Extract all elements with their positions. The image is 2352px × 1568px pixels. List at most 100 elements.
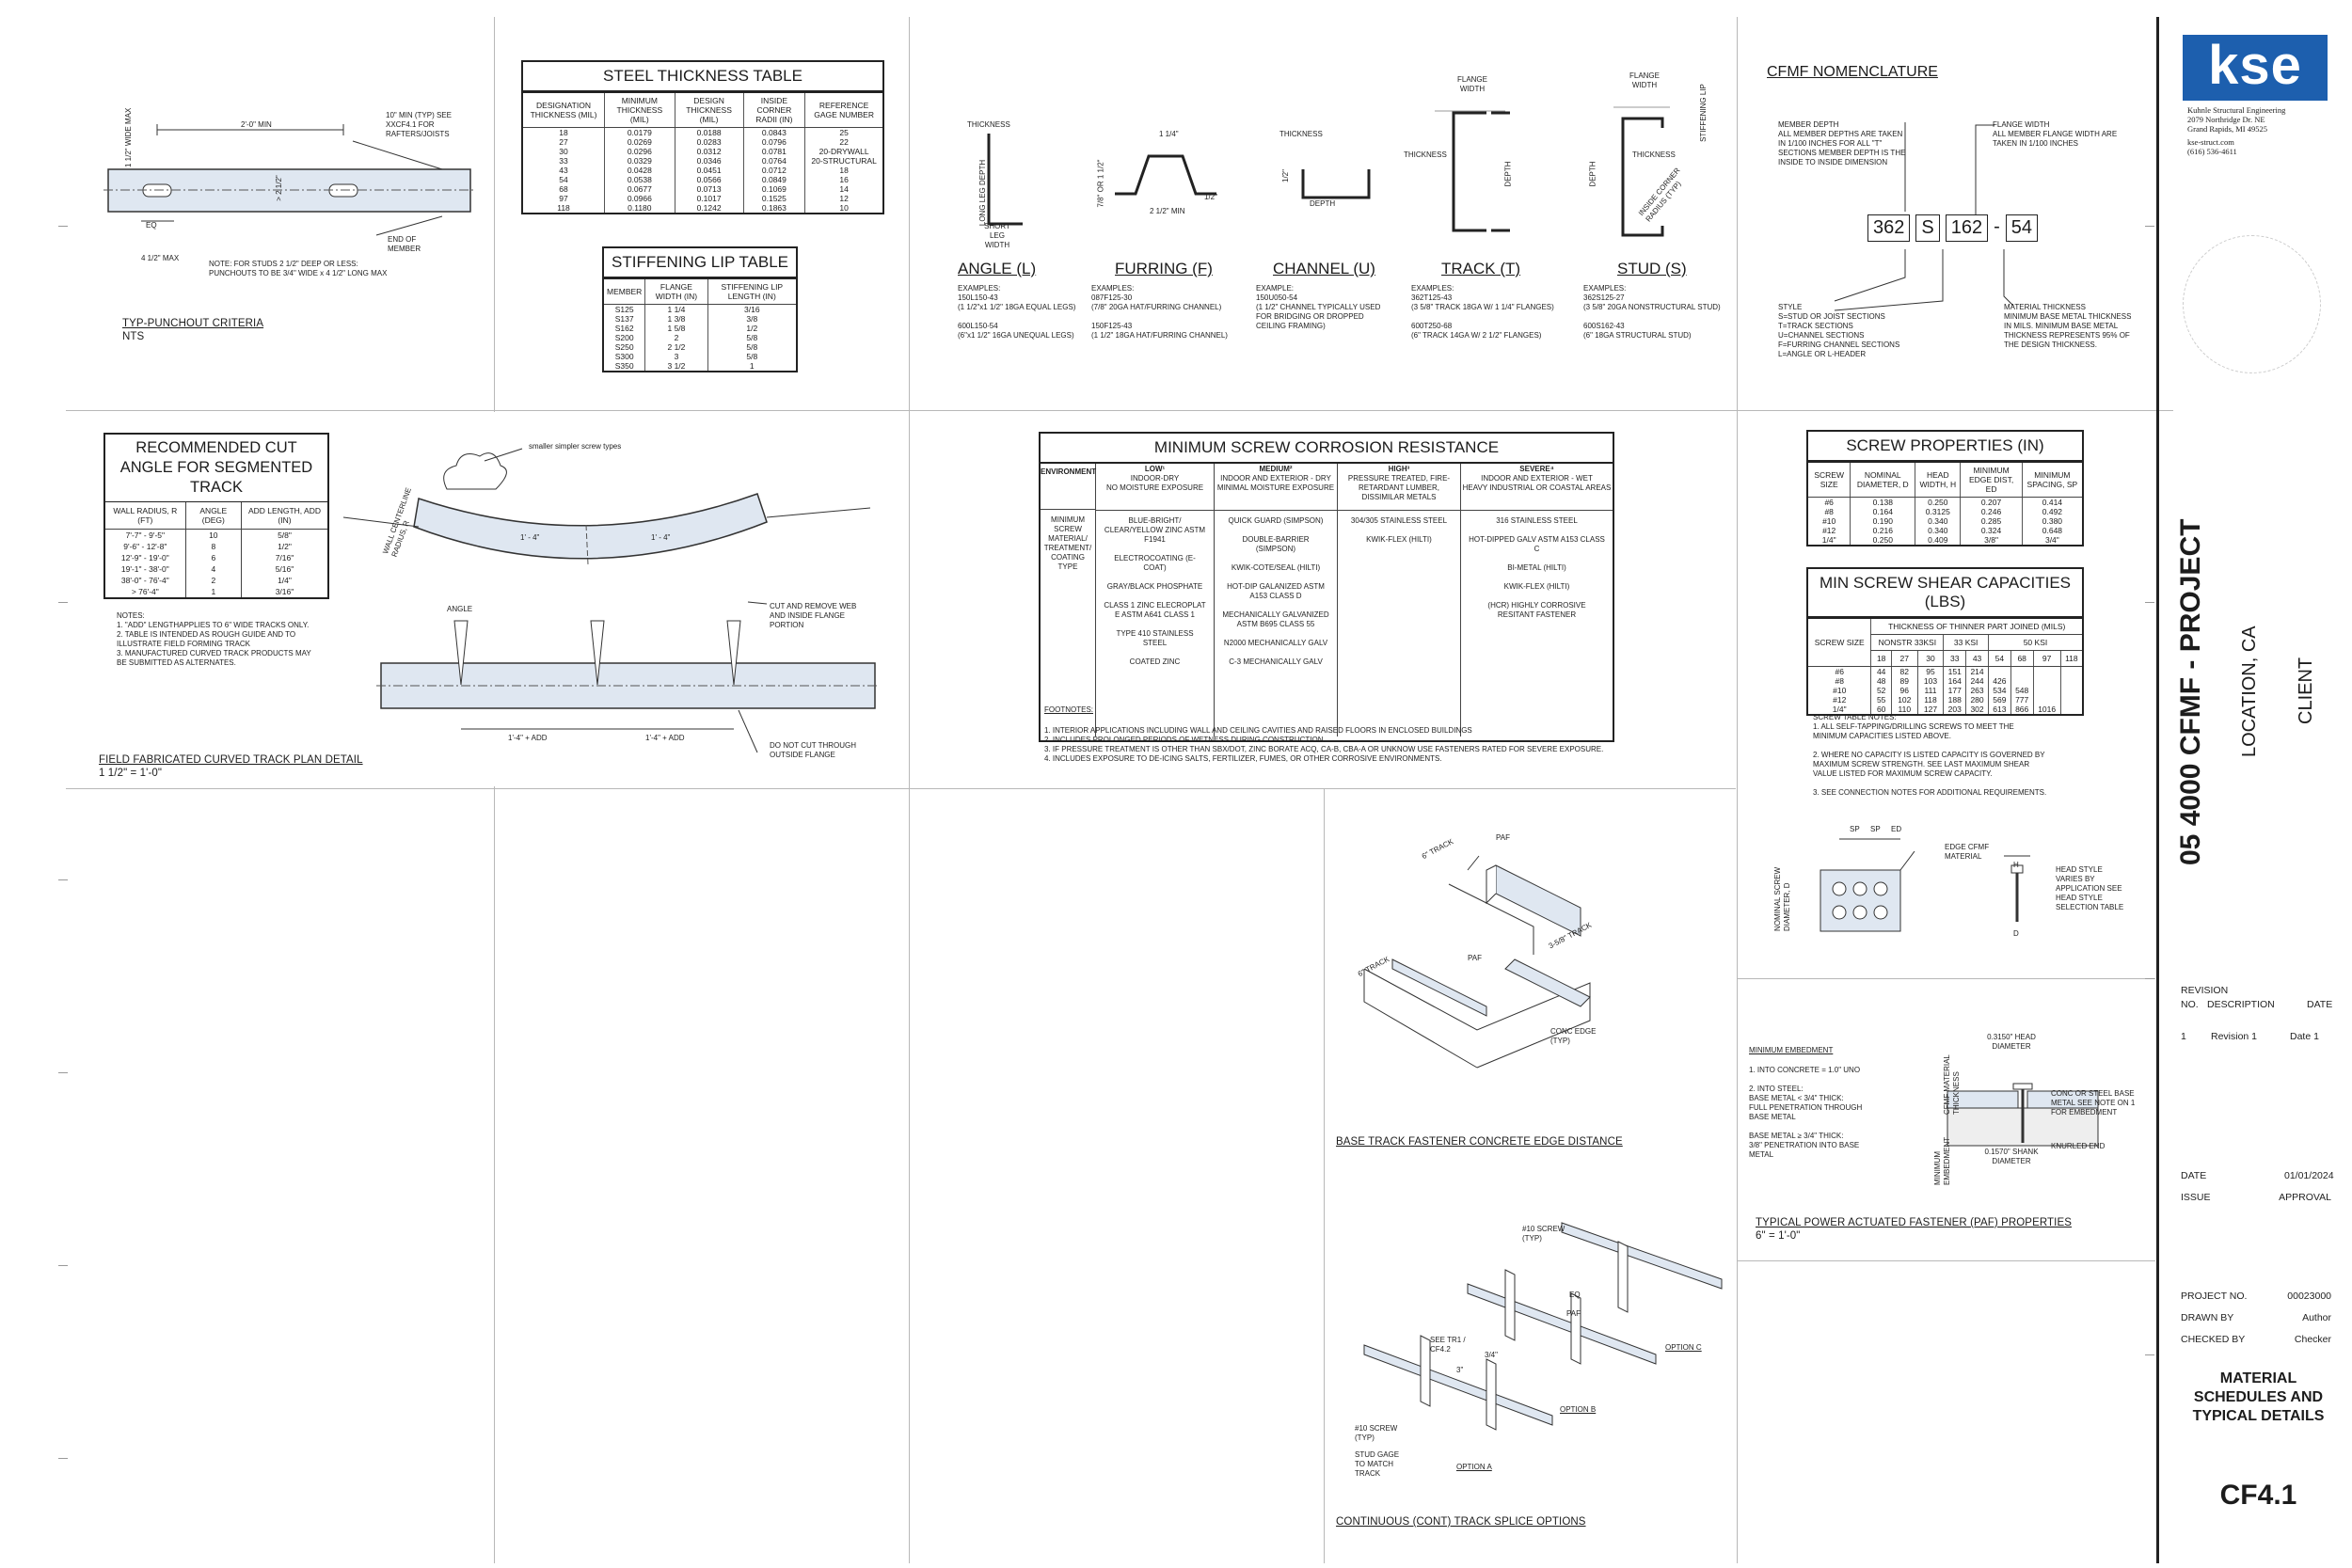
table-cell: 866 [2010, 705, 2034, 715]
stud-thickness: THICKNESS [1632, 150, 1676, 159]
table-cell [2059, 695, 2083, 705]
col-header: THICKNESS OF THINNER PART JOINED (MILS) [1870, 618, 2083, 635]
table-cell: 12'-9" - 19'-0" [120, 553, 169, 562]
list-item: N2000 MECHANICALLY GALV [1223, 639, 1328, 647]
firm-name: Kuhnle Structural Engineering [2187, 105, 2286, 115]
table-cell: 1/2 [707, 324, 797, 333]
list-item: CLASS 1 ZINC ELECROPLAT E ASTM A641 CLAS… [1104, 601, 1206, 619]
table-cell: 12 [804, 194, 883, 203]
table-cell: 0.0966 [604, 194, 675, 203]
track-flange: FLANGE WIDTH [1456, 75, 1487, 93]
dim-10: 10" MIN (TYP) SEE XXCF4.1 FOR RAFTERS/JO… [386, 111, 452, 138]
table-cell: 4 [184, 563, 242, 575]
table-cell: 203 [1943, 705, 1966, 715]
angle-long-leg: LONG LEG DEPTH [978, 159, 988, 227]
track-thickness: THICKNESS [1404, 150, 1447, 159]
table-cell [2059, 676, 2083, 686]
table-cell: S350 [602, 361, 645, 372]
stud-gage: STUD GAGE TO MATCH TRACK [1355, 1450, 1400, 1478]
col-header: SCREW SIZE [1806, 462, 1851, 498]
add-right: 1'-4" + ADD [645, 734, 685, 742]
table-cell [2010, 676, 2034, 686]
table-cell: #8 [1806, 507, 1851, 516]
see-tr1: SEE TR1 / CF4.2 [1430, 1336, 1466, 1354]
revision-label: REVISION [2181, 985, 2229, 996]
text-line: EXAMPLE: [1256, 284, 1295, 293]
table-cell: 48 [1870, 676, 1892, 686]
paf-label: PAF [1496, 833, 1510, 842]
angle-short-leg: SHORT LEG WIDTH [984, 222, 1010, 249]
col-header: 18 [1870, 650, 1892, 667]
section-profiles [987, 106, 1670, 237]
sheet-number: CF4.1 [2219, 1480, 2297, 1511]
table-cell [2059, 686, 2083, 695]
section-stud: STUD (S) EXAMPLES:362S125-27(3 5/8" 20GA… [1583, 260, 1734, 341]
col-header: MINIMUM THICKNESS (MIL) [604, 92, 675, 128]
col-header: MINIMUM SPACING, SP [2021, 462, 2083, 498]
logo-text: kse [2208, 35, 2302, 96]
cut-table: WALL RADIUS, R (FT) ANGLE (DEG) ADD LENG… [105, 502, 327, 597]
list-item: KWIK-FLEX (HILTI) [1503, 582, 1570, 591]
table-cell: S300 [602, 352, 645, 361]
screw-props-title: SCREW PROPERTIES (IN) [1806, 430, 2084, 461]
paf-label-2: PAF [1468, 954, 1482, 962]
section-track: TRACK (T) EXAMPLES:362T125-43(3 5/8" TRA… [1411, 260, 1571, 341]
col-header: ANGLE (DEG) [184, 502, 242, 530]
list-item: BLUE-BRIGHT/ CLEAR/YELLOW ZINC ASTM F194… [1104, 516, 1206, 544]
lip-table-title: STIFFENING LIP TABLE [602, 246, 798, 277]
dim-4half: 4 1/2" MAX [141, 254, 180, 262]
grid-line [494, 786, 495, 1563]
table-cell: 10 [184, 529, 242, 541]
col-header: 118 [2059, 650, 2083, 667]
table-cell: 5/8 [707, 333, 797, 342]
table-cell: 7'-7" - 9'-5" [125, 531, 166, 540]
table-cell: 52 [1870, 686, 1892, 695]
channel-half: 1/2" [1280, 169, 1290, 182]
table-cell: 3/16 [707, 304, 797, 314]
list-item: 316 STAINLESS STEEL [1496, 516, 1578, 525]
rev-no: 1 [2181, 1031, 2186, 1042]
furring-min: 2 1/2" MIN [1150, 207, 1185, 215]
table-cell: 0.250 [1850, 535, 1915, 546]
table-cell: 1 5/8 [644, 324, 708, 333]
table-cell [2032, 676, 2061, 686]
section-channel: CHANNEL (U) EXAMPLE:150U050-54(1 1/2" CH… [1256, 260, 1397, 331]
table-cell: 548 [2010, 686, 2034, 695]
table-cell: 0.246 [1960, 507, 2023, 516]
depth-box: 362 [1867, 214, 1911, 242]
grid-line [1737, 17, 1738, 1563]
text-line: 600S162-43 [1583, 322, 1625, 330]
table-cell: 0.0188 [674, 127, 744, 137]
corrosion-col-env: ENVIRONMENT MINIMUM SCREW MATERIAL/ TREA… [1041, 464, 1096, 736]
dim-2ft: 2'-0" MIN [241, 120, 272, 129]
end-member: END OF MEMBER [388, 235, 421, 253]
text-line: (7/8" 20GA HAT/FURRING CHANNEL) [1091, 303, 1222, 311]
footnotes: 1. INTERIOR APPLICATIONS INCLUDING WALL … [1044, 726, 1628, 764]
table-cell: 1 3/8 [644, 314, 708, 324]
table-cell: 3/4" [2021, 535, 2083, 546]
text-line: (1 1/2" CHANNEL TYPICALLY USED [1256, 303, 1381, 311]
group-header: 50 KSI [1987, 634, 2083, 651]
punchout-title: TYP-PUNCHOUT CRITERIA [122, 318, 264, 329]
cut-table-title: RECOMMENDED CUT ANGLE FOR SEGMENTED TRAC… [105, 435, 327, 502]
table-cell: 569 [1987, 695, 2011, 705]
table-cell [2032, 666, 2061, 676]
table-cell: 3/16" [240, 586, 327, 597]
col-header: 43 [1965, 650, 1989, 667]
rev-date-h: DATE [2307, 999, 2333, 1010]
firm-web: kse-struct.com [2187, 137, 2234, 147]
col-header: ENVIRONMENT [1041, 464, 1096, 510]
section-angle: ANGLE (L) EXAMPLES:150L150-43(1 1/2"x1 1… [958, 260, 1099, 341]
table-cell: #8 [1806, 676, 1871, 686]
table-cell: 20-DRYWALL [804, 147, 883, 156]
paf-splice: PAF [1566, 1309, 1581, 1318]
table-cell: 10 [804, 203, 883, 214]
